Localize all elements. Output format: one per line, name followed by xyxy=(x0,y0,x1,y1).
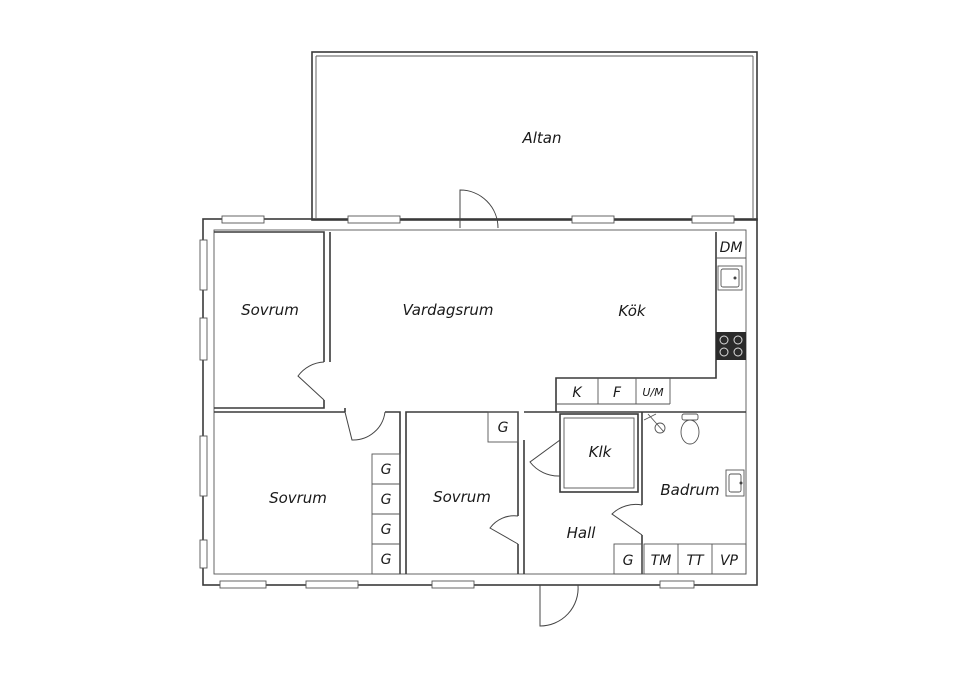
label-dm: DM xyxy=(720,240,743,256)
windows xyxy=(199,215,735,589)
door-klk xyxy=(529,439,561,477)
label-tm: TM xyxy=(651,553,672,569)
door-badrum xyxy=(611,503,643,536)
door-sovrum-1 xyxy=(297,361,325,401)
door-sovrum-3 xyxy=(489,515,519,545)
label-klk: Klk xyxy=(589,443,613,461)
toilet-icon xyxy=(680,413,700,445)
door-altan xyxy=(459,189,499,229)
label-g-wardrobe-4: G xyxy=(381,552,392,568)
label-altan: Altan xyxy=(521,129,561,147)
label-sovrum-1: Sovrum xyxy=(241,301,299,319)
door-sovrum-2 xyxy=(344,411,386,441)
label-um: U/M xyxy=(642,386,664,399)
label-k: K xyxy=(572,385,583,401)
label-sovrum-3: Sovrum xyxy=(433,488,491,506)
washbasin-icon xyxy=(725,469,745,497)
sink-icon xyxy=(717,265,743,291)
label-badrum: Badrum xyxy=(660,481,719,499)
label-g-wardrobe-1: G xyxy=(381,462,392,478)
doors xyxy=(297,189,643,627)
label-hall: Hall xyxy=(567,524,597,542)
terrace xyxy=(311,51,758,221)
label-g-hall: G xyxy=(623,553,634,569)
label-f: F xyxy=(613,385,622,401)
label-tt: TT xyxy=(686,553,705,569)
label-sovrum-2: Sovrum xyxy=(269,489,327,507)
door-entrance xyxy=(539,584,579,627)
shower-icon xyxy=(643,413,666,434)
label-vp: VP xyxy=(720,553,739,569)
label-kok: Kök xyxy=(618,302,646,320)
interior-walls xyxy=(214,231,747,575)
label-g-sovrum3: G xyxy=(498,420,509,436)
label-g-wardrobe-2: G xyxy=(381,492,392,508)
outer-walls xyxy=(202,218,758,586)
label-g-wardrobe-3: G xyxy=(381,522,392,538)
stove-icon xyxy=(716,332,746,360)
label-vardagsrum: Vardagsrum xyxy=(403,301,494,319)
